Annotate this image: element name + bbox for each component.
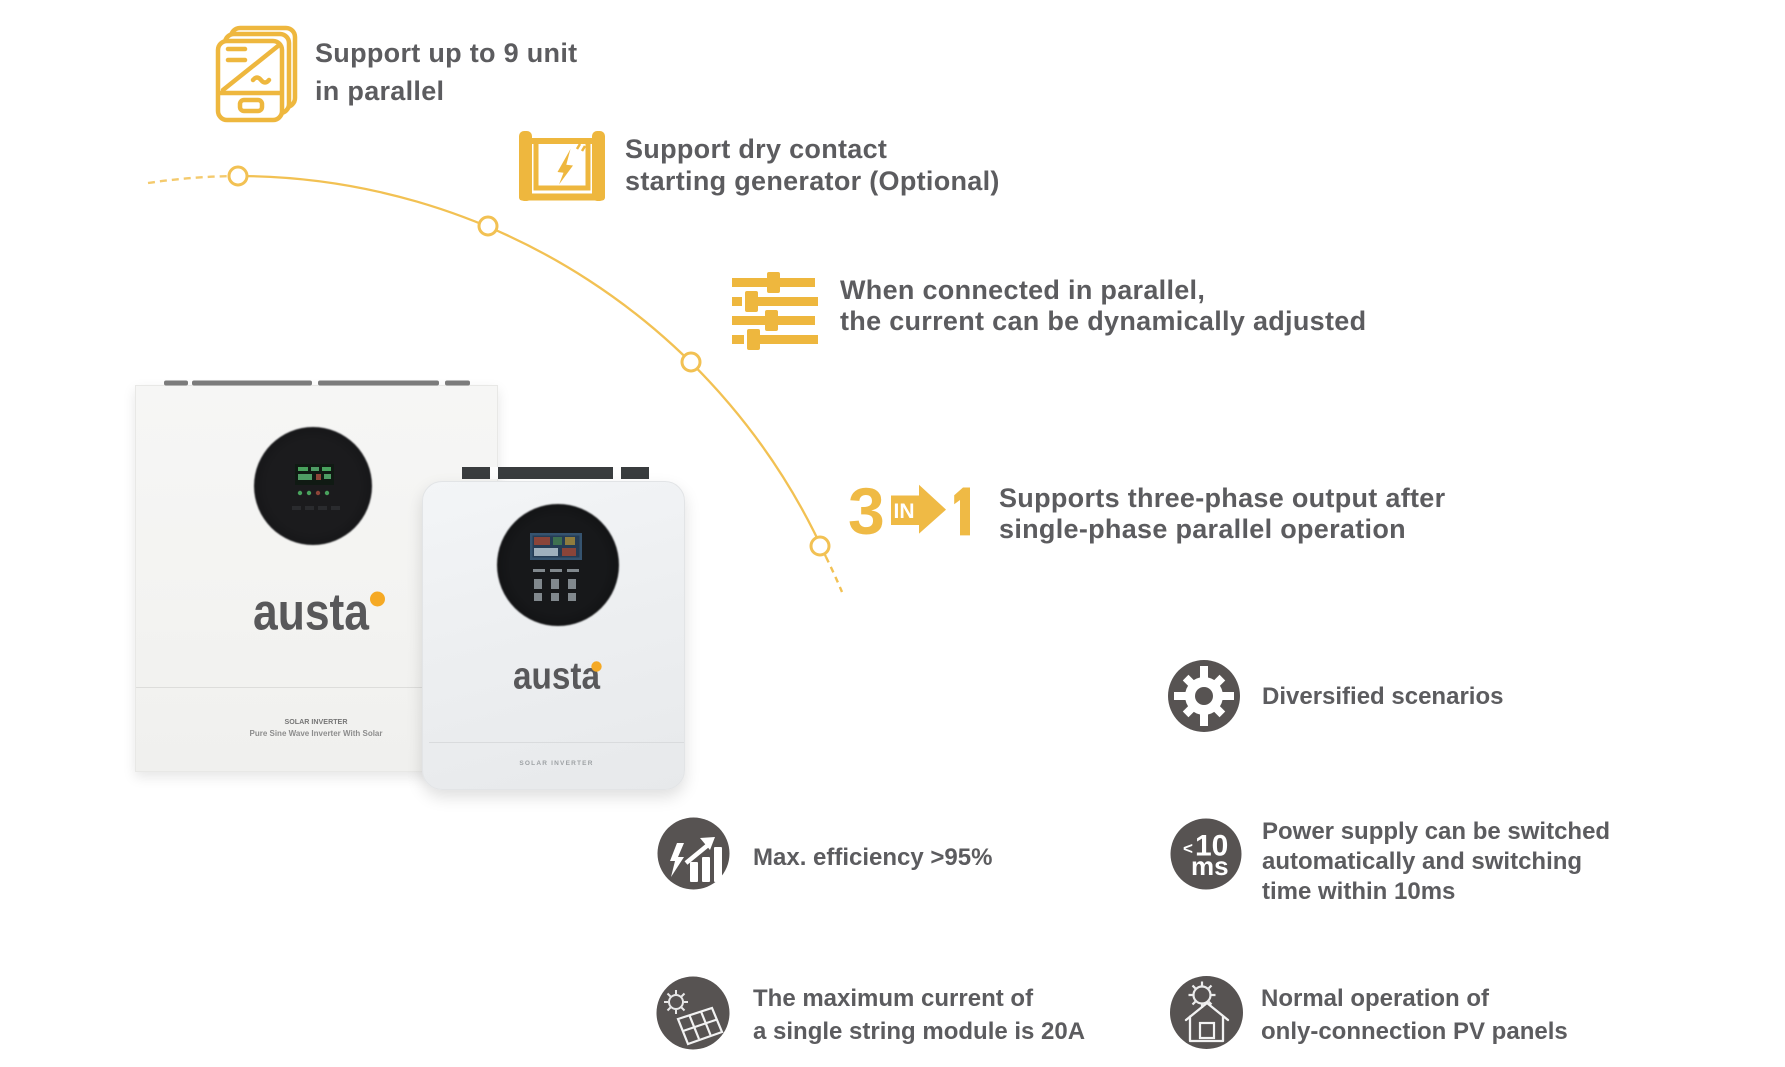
svg-text:ms: ms <box>1191 851 1229 881</box>
svg-text:austa: austa <box>513 656 601 698</box>
svg-text:austa: austa <box>253 585 370 642</box>
svg-text:<: < <box>1183 839 1193 858</box>
svg-text:IN: IN <box>894 500 915 523</box>
svg-text:10: 10 <box>1195 830 1228 863</box>
